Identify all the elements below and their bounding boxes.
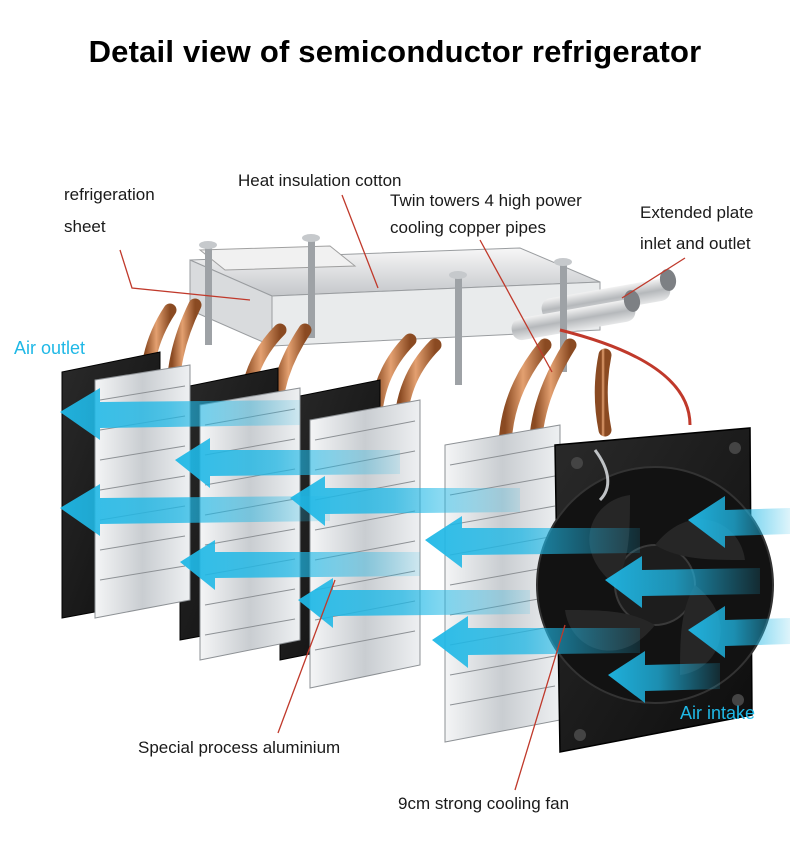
outlet-arrow-3: [175, 438, 400, 488]
outlet-arrow-5: [290, 476, 520, 526]
label-air-intake: Air intake: [680, 703, 756, 723]
outlet-arrow-7: [425, 516, 640, 568]
outlet-arrow-4: [180, 540, 420, 590]
leader-cooling-fan: [514, 624, 566, 791]
leader-refrigeration-sheet: [119, 249, 251, 301]
mounting-bolts: [199, 234, 572, 385]
intake-arrow-3: [688, 606, 790, 658]
leader-special-aluminium: [277, 579, 336, 734]
outlet-arrow-6: [298, 578, 530, 628]
intake-arrow-2: [605, 556, 760, 608]
air-intake-arrows: [605, 496, 790, 703]
label-extended-plate-2: inlet and outlet: [640, 234, 751, 253]
leader-heat-insulation: [341, 194, 379, 289]
label-refrigeration-sheet-1: refrigeration: [64, 185, 155, 204]
label-special-process-aluminium: Special process aluminium: [138, 738, 341, 757]
intake-arrow-1: [688, 496, 790, 548]
diagram-title: Detail view of semiconductor refrigerato…: [88, 34, 702, 69]
extended-plate: [189, 245, 601, 347]
air-outlet-arrows: [60, 388, 640, 668]
leader-extended-plate: [621, 257, 686, 299]
power-wire: [559, 328, 692, 426]
label-air-outlet: Air outlet: [14, 338, 86, 358]
label-extended-plate-1: Extended plate: [640, 203, 754, 222]
label-copper-pipes-2: cooling copper pipes: [390, 218, 546, 237]
outlet-arrow-8: [432, 616, 640, 668]
outlet-arrow-2: [60, 484, 330, 536]
label-heat-insulation-cotton: Heat insulation cotton: [238, 171, 402, 190]
inlet-outlet-pipes: [511, 269, 677, 341]
label-copper-pipes-1: Twin towers 4 high power: [390, 191, 582, 210]
leader-lines: [119, 194, 686, 791]
intake-arrow-4: [608, 651, 720, 703]
label-cooling-fan: 9cm strong cooling fan: [398, 794, 570, 813]
label-refrigeration-sheet-2: sheet: [64, 217, 106, 236]
outlet-arrow-1: [60, 388, 300, 440]
leader-copper-pipes: [479, 239, 553, 373]
